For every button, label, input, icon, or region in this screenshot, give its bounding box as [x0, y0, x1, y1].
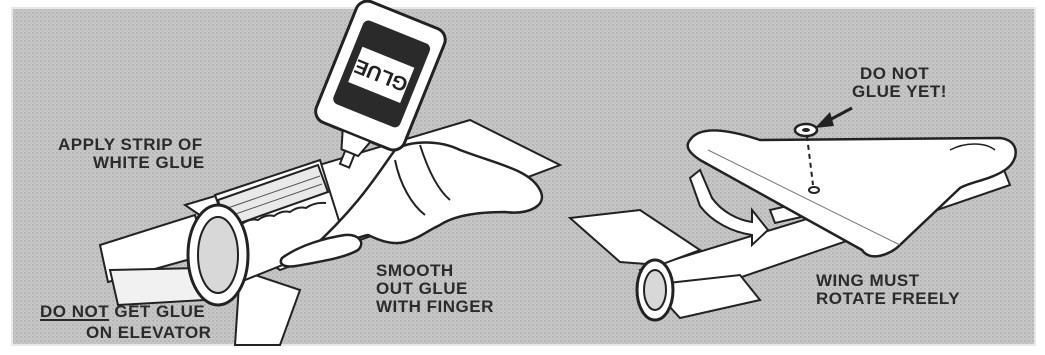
smooth-line-1: SMOOTH [376, 262, 494, 280]
wing-line-2: ROTATE FREELY [816, 290, 960, 308]
apply-line-1: APPLY STRIP OF [58, 136, 205, 154]
do-not-line-2: GLUE YET! [852, 83, 947, 101]
apply-glue-label: APPLY STRIP OF WHITE GLUE [58, 136, 205, 172]
wing-rotate-label: WING MUST ROTATE FREELY [816, 272, 960, 308]
on-elevator-text: ON ELEVATOR [40, 324, 211, 342]
elevator-warning-label: DO NOT GET GLUE ON ELEVATOR [40, 303, 211, 342]
do-not-prefix: DO NOT [40, 302, 109, 321]
get-glue-text: GET GLUE [114, 302, 205, 321]
apply-line-2: WHITE GLUE [58, 154, 205, 172]
smooth-glue-label: SMOOTH OUT GLUE WITH FINGER [376, 262, 494, 316]
do-not-line-1: DO NOT [852, 65, 947, 83]
smooth-line-2: OUT GLUE [376, 280, 494, 298]
wing-line-1: WING MUST [816, 272, 960, 290]
smooth-line-3: WITH FINGER [376, 298, 494, 316]
do-not-glue-yet-label: DO NOT GLUE YET! [852, 65, 947, 101]
